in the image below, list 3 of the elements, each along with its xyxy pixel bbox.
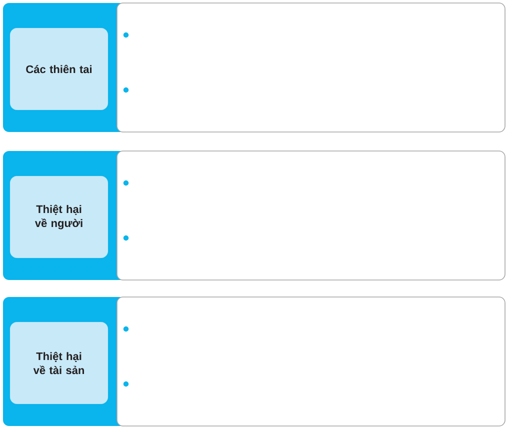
label-box: Thiệt hại về người — [10, 176, 108, 258]
label-box: Các thiên tai — [10, 28, 108, 110]
label-box: Thiệt hại về tài sản — [10, 322, 108, 404]
